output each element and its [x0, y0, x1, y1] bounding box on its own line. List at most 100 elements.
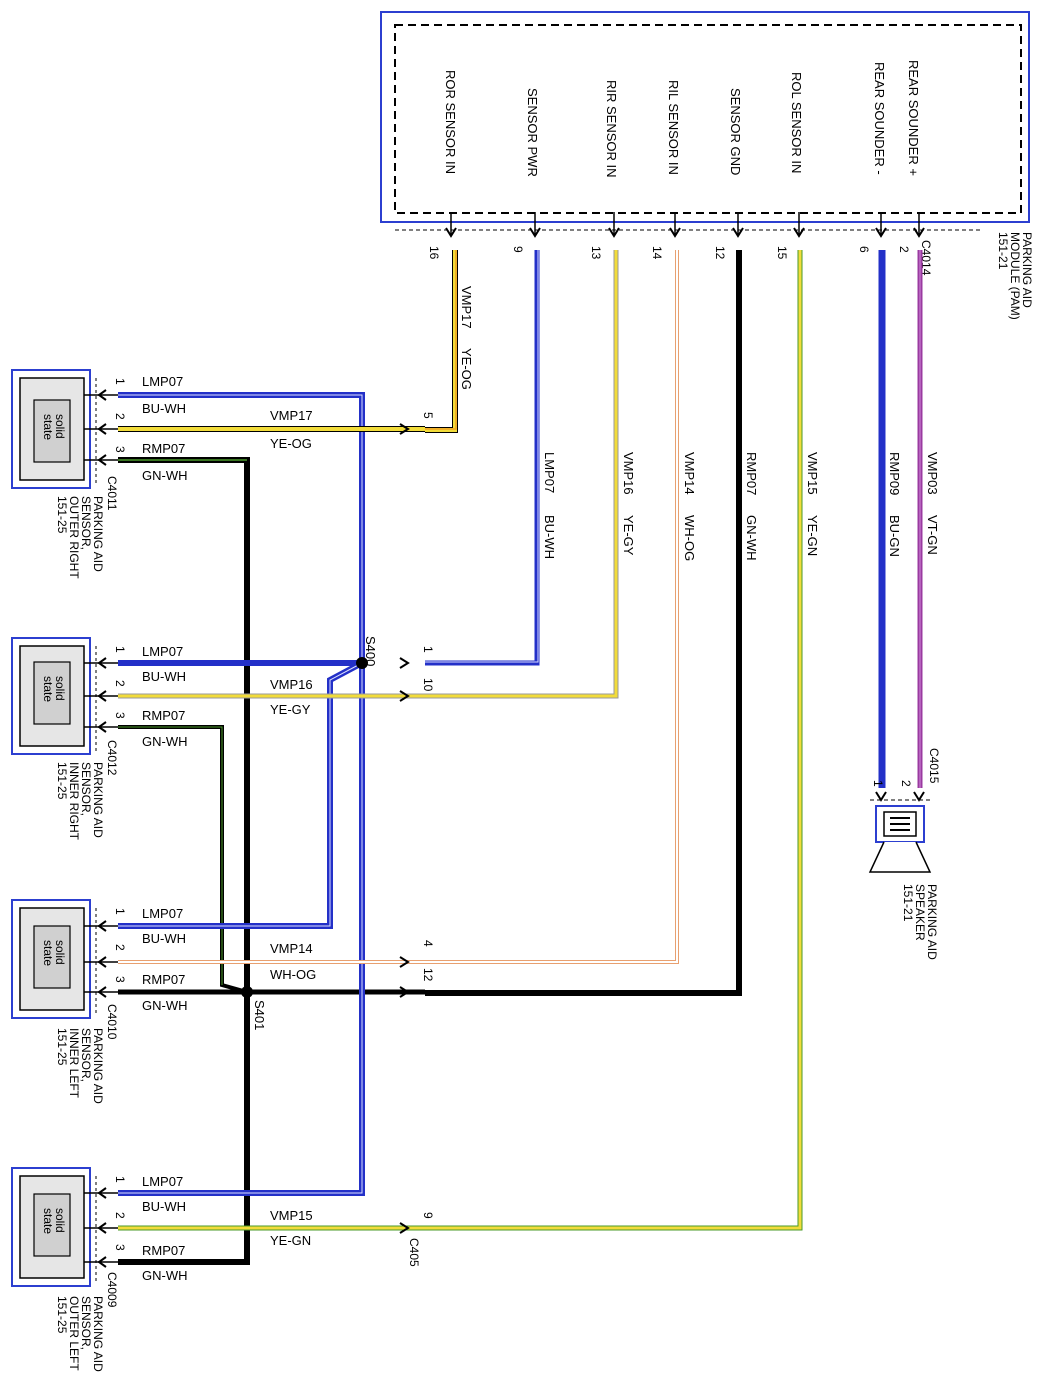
svg-text:PARKING AID: PARKING AID	[91, 762, 105, 838]
svg-text:1: 1	[113, 646, 127, 653]
svg-text:151-21: 151-21	[901, 884, 915, 922]
splice-s401-label: S401	[252, 1000, 267, 1030]
pam-pin-14: 14	[650, 246, 664, 260]
svg-text:PARKING AID: PARKING AID	[91, 1296, 105, 1372]
wire-rmp07-branch-stripe	[118, 726, 223, 985]
svg-text:SPEAKER: SPEAKER	[913, 884, 927, 941]
pin-label-sensor-gnd: SENSOR GND	[728, 88, 743, 175]
svg-text:YE-GN: YE-GN	[270, 1233, 311, 1248]
sensor-chip	[33, 661, 71, 725]
pam-pin-arrows	[445, 227, 925, 238]
pam-pin-15: 15	[775, 246, 789, 260]
svg-text:BU-WH: BU-WH	[142, 931, 186, 946]
speaker-connector-name: C4015	[927, 748, 941, 784]
sensor-3-wire-labels: LMP07 BU-WH VMP14 WH-OG RMP07 GN-WH	[142, 906, 316, 1013]
svg-text:PARKING AID: PARKING AID	[91, 496, 105, 572]
pam-pin-9: 9	[511, 246, 525, 253]
pin-label-rol: ROL SENSOR IN	[789, 72, 804, 173]
pam-pin-16: 16	[427, 246, 441, 260]
svg-text:OUTER LEFT: OUTER LEFT	[67, 1296, 81, 1371]
wire-lmp07-sensor3	[118, 660, 364, 929]
svg-text:YE-GY: YE-GY	[270, 702, 311, 717]
svg-text:3: 3	[113, 976, 127, 983]
sensor-connector: C4012	[105, 740, 119, 776]
sensor-outer-left: solid state 1 2 3 C4009 PARKING AID SENS…	[11, 1167, 127, 1372]
svg-text:state: state	[41, 414, 55, 440]
svg-text:YE-OG: YE-OG	[270, 436, 312, 451]
pin-label-ril: RIL SENSOR IN	[666, 80, 681, 175]
sensor-frame	[11, 899, 91, 1019]
svg-text:solid: solid	[53, 414, 67, 439]
svg-text:151-25: 151-25	[55, 762, 69, 800]
svg-text:solid: solid	[53, 1208, 67, 1233]
sensor-1-wire-labels: LMP07 BU-WH VMP17 YE-OG RMP07 GN-WH	[142, 374, 313, 483]
speaker-icon	[868, 811, 932, 873]
svg-text:SENSOR,: SENSOR,	[79, 762, 93, 816]
svg-text:2: 2	[113, 413, 127, 420]
svg-text:PARKING AID: PARKING AID	[91, 1028, 105, 1104]
pam-pin-2: 2	[897, 246, 911, 253]
wire-lmp07-trunk-stripe	[118, 394, 363, 1194]
splice-s400-label: S400	[363, 636, 378, 666]
svg-text:GN-WH: GN-WH	[142, 1268, 188, 1283]
svg-text:VMP14: VMP14	[270, 941, 313, 956]
wire-vmp15-outline	[425, 250, 803, 1231]
pam-pin-13: 13	[589, 246, 603, 260]
svg-text:4: 4	[421, 940, 435, 947]
wire-vmp16	[425, 250, 618, 698]
sensor-pin-arrows	[97, 389, 107, 466]
svg-text:LMP07: LMP07	[142, 644, 183, 659]
sensor-chip	[33, 1193, 71, 1257]
wire-vmp15	[425, 250, 802, 1230]
svg-text:1: 1	[421, 646, 435, 653]
speaker-pin-2: 2	[899, 780, 913, 787]
sensor-inner-left: solid state 1 2 3 C4010 PARKING AID SENS…	[11, 899, 127, 1104]
svg-text:12: 12	[421, 968, 435, 982]
wire-lmp07-main	[425, 250, 540, 666]
svg-text:2: 2	[113, 1212, 127, 1219]
svg-text:SENSOR,: SENSOR,	[79, 1296, 93, 1350]
svg-text:151-25: 151-25	[55, 1028, 69, 1066]
splice-s401-dot	[241, 986, 253, 998]
svg-text:1: 1	[113, 378, 127, 385]
svg-text:1: 1	[113, 908, 127, 915]
vertical-wire-labels: VMP17 YE-OG LMP07 BU-WH VMP16 YE-GY VMP1…	[459, 286, 940, 561]
svg-text:RMP07: RMP07	[142, 972, 185, 987]
svg-text:GN-WH: GN-WH	[142, 468, 188, 483]
svg-text:RMP07: RMP07	[142, 441, 185, 456]
pam-module-inner-frame	[394, 24, 1022, 214]
svg-text:1: 1	[113, 1176, 127, 1183]
pin-label-rear-sounder-neg: REAR SOUNDER -	[872, 62, 887, 175]
label-rmp09: RMP09	[887, 452, 902, 495]
wire-lmp07-trunk	[118, 392, 365, 1196]
svg-text:state: state	[41, 1208, 55, 1234]
pam-pin-stubs	[450, 212, 920, 236]
sensor-2-wire-labels: LMP07 BU-WH VMP16 YE-GY RMP07 GN-WH	[142, 644, 313, 749]
sensor-pin-arrows	[97, 1187, 107, 1268]
sensor-connector: C4010	[105, 1004, 119, 1040]
svg-text:3: 3	[113, 446, 127, 453]
pam-pin-numbers: 16 9 13 14 12 15 6 2	[427, 246, 911, 260]
pam-pin-12: 12	[713, 246, 727, 260]
svg-text:PARKING AID: PARKING AID	[925, 884, 939, 960]
label-vt-gn: VT-GN	[925, 515, 940, 555]
svg-text:151-21: 151-21	[996, 232, 1010, 270]
label-vmp17: VMP17	[459, 286, 474, 329]
speaker-pin-1: 1	[871, 780, 885, 787]
svg-text:PARKING AID: PARKING AID	[1020, 232, 1034, 308]
sensor-pin-arrows	[97, 920, 107, 998]
svg-text:LMP07: LMP07	[142, 374, 183, 389]
label-vmp15: VMP15	[805, 452, 820, 495]
svg-text:INNER RIGHT: INNER RIGHT	[67, 762, 81, 841]
label-ye-gn: YE-GN	[805, 515, 820, 556]
svg-text:solid: solid	[53, 676, 67, 701]
svg-text:RMP07: RMP07	[142, 1243, 185, 1258]
sensor-outer-right: solid state 1 2 3 C4011 PARKING AID SENS…	[11, 369, 127, 579]
sensor-chip	[33, 399, 71, 463]
svg-text:9: 9	[421, 1212, 435, 1219]
label-gn-wh: GN-WH	[744, 515, 759, 561]
svg-text:WH-OG: WH-OG	[270, 967, 316, 982]
svg-text:SENSOR,: SENSOR,	[79, 496, 93, 550]
sensor-connector: C4009	[105, 1272, 119, 1308]
sensor-pin-arrows	[97, 657, 107, 733]
